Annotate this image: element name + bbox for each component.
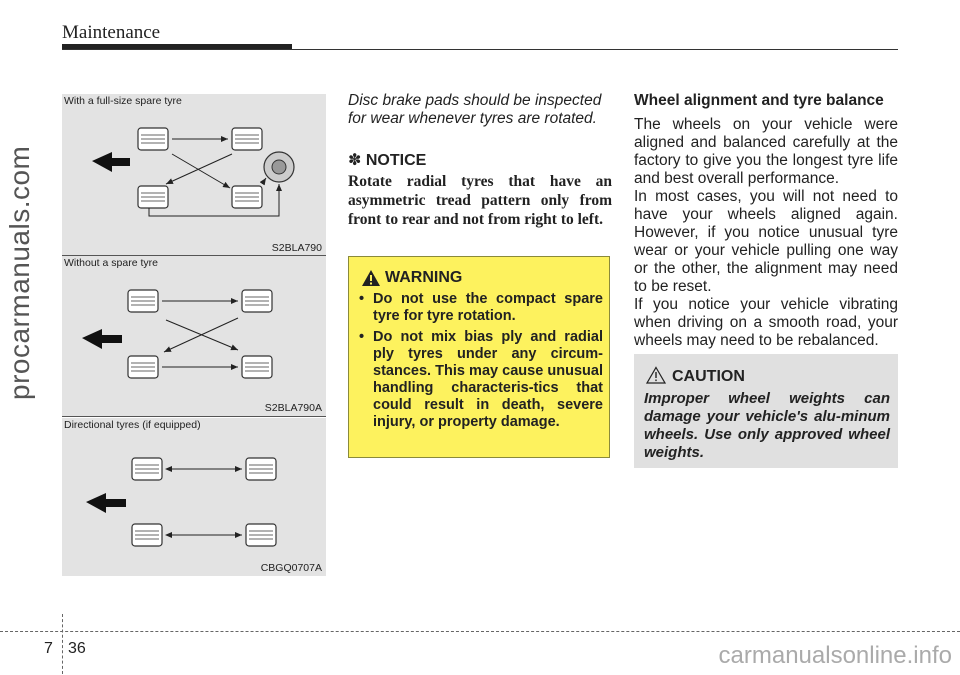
warning-list: Do not use the compact spare tyre for ty…	[357, 291, 603, 435]
notice-heading: ✽ NOTICE	[348, 152, 427, 169]
warning-heading: WARNING	[385, 269, 463, 286]
rotation-diagram-no-spare	[82, 289, 273, 379]
warning-item: Do not mix bias ply and radial ply tyres…	[357, 329, 603, 431]
caution-body: Improper wheel weights can damage your v…	[644, 390, 890, 461]
page-number: 36	[68, 640, 86, 657]
warning-item: Do not use the compact spare tyre for ty…	[357, 291, 603, 325]
caution-box: CAUTION Improper wheel weights can damag…	[634, 354, 898, 468]
figure-code: S2BLA790A	[262, 402, 324, 414]
warning-box: WARNING Do not use the compact spare tyr…	[348, 256, 610, 458]
figure-code: S2BLA790	[269, 242, 324, 254]
figure-caption: With a full-size spare tyre	[64, 95, 182, 107]
chapter-number: 7	[44, 640, 53, 657]
figure-caption: Without a spare tyre	[64, 257, 158, 269]
figure-caption: Directional tyres (if equipped)	[64, 419, 201, 431]
section-heading: Wheel alignment and tyre balance	[634, 92, 884, 109]
page-header-title: Maintenance	[62, 22, 161, 43]
caution-triangle-icon	[646, 366, 666, 384]
footer-divider	[62, 614, 63, 674]
figure-divider	[62, 416, 326, 417]
side-watermark: procarmanuals.com	[4, 145, 35, 400]
figure-directional: Directional tyres (if equipped) CBGQ0707…	[62, 418, 326, 576]
rotation-diagram-directional	[86, 457, 277, 547]
header-rule-thick	[62, 44, 292, 50]
brake-pad-note: Disc brake pads should be inspected for …	[348, 92, 602, 127]
caution-heading: CAUTION	[672, 368, 745, 385]
figure-code: CBGQ0707A	[258, 562, 324, 574]
paragraph: The wheels on your vehicle were aligned …	[634, 116, 898, 187]
paragraph: If you notice your vehicle vibrating whe…	[634, 296, 898, 349]
warning-triangle-icon	[362, 270, 380, 286]
paragraph: In most cases, you will not need to have…	[634, 188, 898, 295]
notice-body: Rotate radial tyres that have an asymmet…	[348, 173, 612, 228]
bottom-watermark: carmanualsonline.info	[718, 642, 952, 669]
figure-no-spare: Without a spare tyre S2BLA790A	[62, 256, 326, 416]
footer-rule	[0, 631, 960, 632]
figure-full-size-spare: With a full-size spare tyre S2BLA790	[62, 94, 326, 256]
header-rule	[62, 49, 898, 50]
figure-divider	[62, 255, 326, 256]
rotation-diagram-full-spare	[92, 127, 295, 217]
